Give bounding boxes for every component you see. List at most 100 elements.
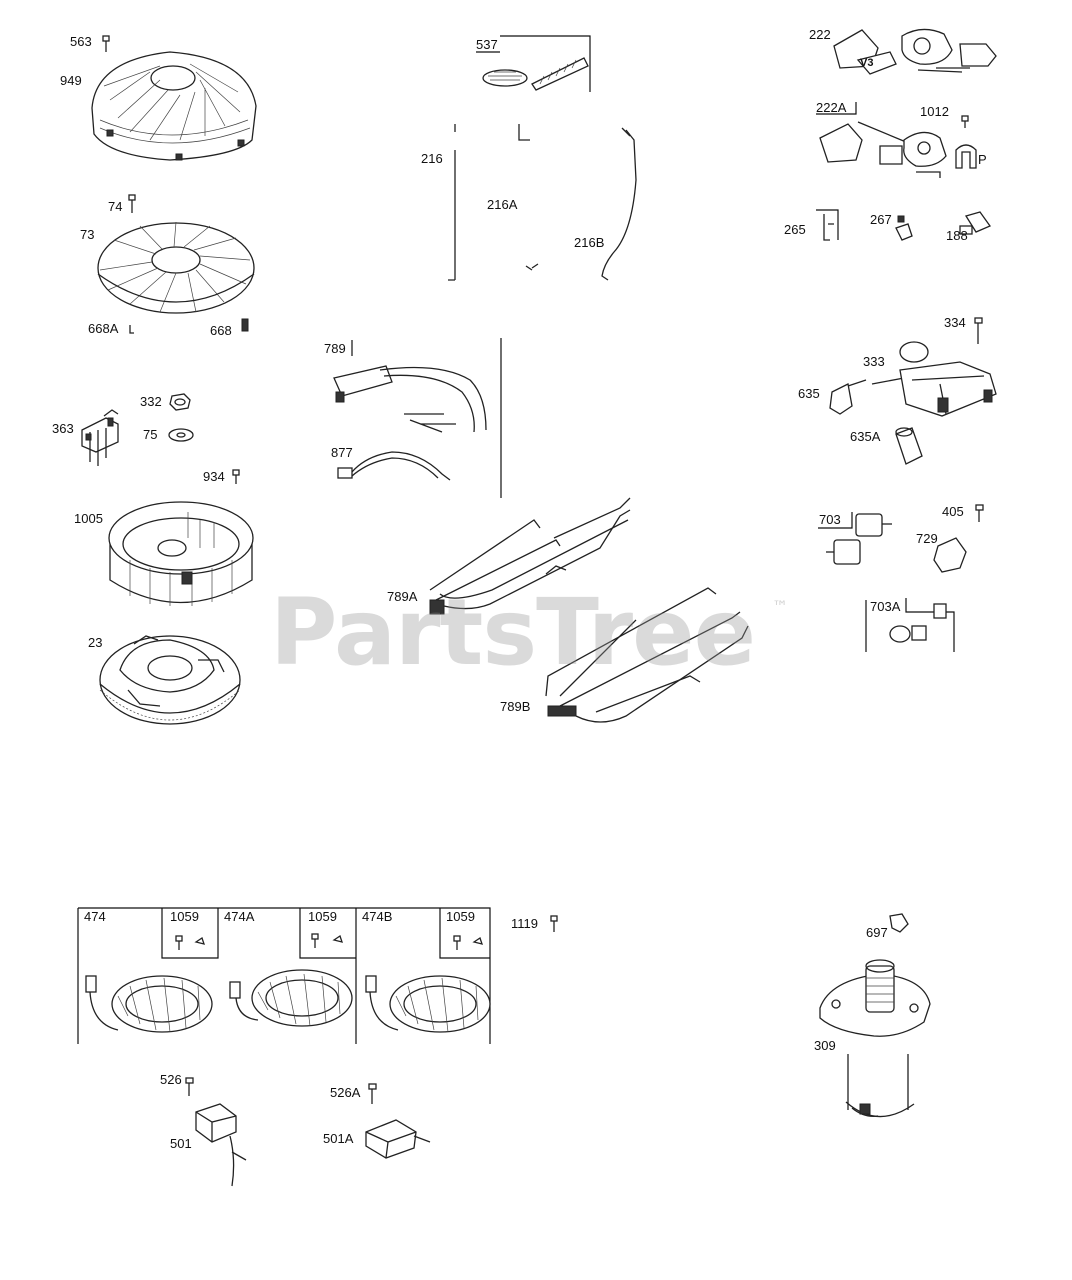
watermark-logo: PartsTree [270, 579, 756, 686]
part-1119-screw[interactable] [550, 915, 558, 932]
part-p-clip[interactable] [955, 144, 977, 169]
callout-75: 75 [143, 427, 158, 442]
part-934-screw[interactable] [232, 469, 240, 484]
part-405-screw[interactable] [975, 504, 984, 522]
callout-789: 789 [324, 341, 346, 356]
callout-309: 309 [814, 1038, 836, 1053]
part-1005-flywheel[interactable] [108, 501, 254, 606]
callout-474B: 474B [362, 909, 393, 924]
part-216A-link[interactable] [518, 124, 539, 271]
callout-23: 23 [88, 635, 103, 650]
part-563-screw[interactable] [102, 35, 110, 52]
callout-1119: 1119 [511, 916, 538, 931]
part-23-flywheel-gear[interactable] [99, 635, 241, 725]
callout-877: 877 [331, 445, 353, 460]
part-703-switch[interactable] [818, 512, 892, 565]
callout-635: 635 [798, 386, 820, 401]
part-222-control-bracket[interactable] [833, 28, 997, 75]
part-309-starter[interactable] [819, 959, 931, 1118]
part-697-screw[interactable] [889, 913, 909, 933]
callout-949: 949 [60, 73, 82, 88]
callout-526: 526 [160, 1072, 182, 1087]
part-703A-switch[interactable] [865, 598, 955, 652]
part-332-nut[interactable] [169, 393, 191, 411]
part-526A-screw[interactable] [368, 1083, 377, 1104]
callout-697: 697 [866, 925, 888, 940]
callout-74: 74 [108, 199, 123, 214]
callout-265: 265 [784, 222, 806, 237]
callout-1059-a: 1059 [170, 909, 199, 924]
watermark-trademark: ™ [772, 597, 788, 616]
part-267-clip[interactable] [895, 215, 913, 241]
part-216-bracket[interactable] [448, 124, 456, 281]
callout-188: 188 [946, 228, 968, 243]
part-75-washer[interactable] [168, 428, 194, 442]
part-474-stator[interactable] [77, 907, 357, 1044]
callout-474: 474 [84, 909, 106, 924]
part-1012-screw[interactable] [961, 115, 969, 128]
callout-501: 501 [170, 1136, 192, 1151]
callout-668A: 668A [88, 321, 119, 336]
callout-216: 216 [421, 151, 443, 166]
part-526-screw[interactable] [185, 1077, 194, 1096]
part-789B-harness[interactable] [545, 587, 749, 723]
part-222A-control-bracket[interactable] [816, 102, 947, 178]
part-474A-stator[interactable] [229, 908, 356, 1027]
callout-537: 537 [476, 37, 498, 52]
callout-703A: 703A [870, 599, 901, 614]
mark-v3: V3 [860, 57, 874, 69]
callout-526A: 526A [330, 1085, 361, 1100]
part-537-springs[interactable] [476, 35, 591, 92]
part-949-blower-housing[interactable] [91, 51, 257, 161]
part-635A-boot[interactable] [895, 427, 923, 465]
callout-333: 333 [863, 354, 885, 369]
part-216B-link[interactable] [601, 127, 637, 281]
part-1059-screws-b[interactable] [311, 933, 343, 948]
callout-789A: 789A [387, 589, 418, 604]
part-73-screen[interactable] [97, 221, 255, 314]
part-363-armature[interactable] [81, 409, 119, 466]
callout-216A: 216A [487, 197, 518, 212]
callout-501A: 501A [323, 1131, 354, 1146]
callout-635A: 635A [850, 429, 881, 444]
callout-1012: 1012 [920, 104, 949, 119]
part-74-screw[interactable] [128, 194, 136, 213]
callout-332: 332 [140, 394, 162, 409]
part-668-pin[interactable] [241, 318, 249, 332]
callout-703: 703 [819, 512, 841, 527]
callout-363: 363 [52, 421, 74, 436]
part-789-wire-harness[interactable] [333, 338, 502, 498]
part-635-plug-boot[interactable] [829, 379, 867, 415]
callout-1005: 1005 [74, 511, 103, 526]
part-1059-screws-a[interactable] [175, 935, 205, 950]
callout-1059-c: 1059 [446, 909, 475, 924]
callout-334: 334 [944, 315, 966, 330]
part-474B-stator[interactable] [356, 907, 491, 1044]
callout-267: 267 [870, 212, 892, 227]
callout-405: 405 [942, 504, 964, 519]
callout-1059-b: 1059 [308, 909, 337, 924]
callout-222A: 222A [816, 100, 847, 115]
callout-789B: 789B [500, 699, 531, 714]
part-729-connector[interactable] [933, 537, 967, 573]
callout-474A: 474A [224, 909, 255, 924]
part-877-wire[interactable] [337, 451, 451, 481]
part-668A-clip[interactable] [129, 325, 134, 334]
part-1059-screws-c[interactable] [453, 935, 483, 950]
part-501-regulator[interactable] [195, 1103, 247, 1187]
callout-563: 563 [70, 34, 92, 49]
part-334-screw[interactable] [974, 317, 983, 344]
callout-73: 73 [80, 227, 95, 242]
callout-216B: 216B [574, 235, 605, 250]
callout-729: 729 [916, 531, 938, 546]
part-789A-harness[interactable] [429, 497, 631, 615]
part-501A-regulator[interactable] [365, 1119, 431, 1159]
part-188-fitting[interactable] [959, 211, 991, 235]
callout-934: 934 [203, 469, 225, 484]
mark-p: P [978, 152, 987, 167]
part-333-ignition-coil[interactable] [871, 341, 997, 417]
part-265-bracket[interactable] [816, 209, 839, 241]
callout-668: 668 [210, 323, 232, 338]
callout-222: 222 [809, 27, 831, 42]
